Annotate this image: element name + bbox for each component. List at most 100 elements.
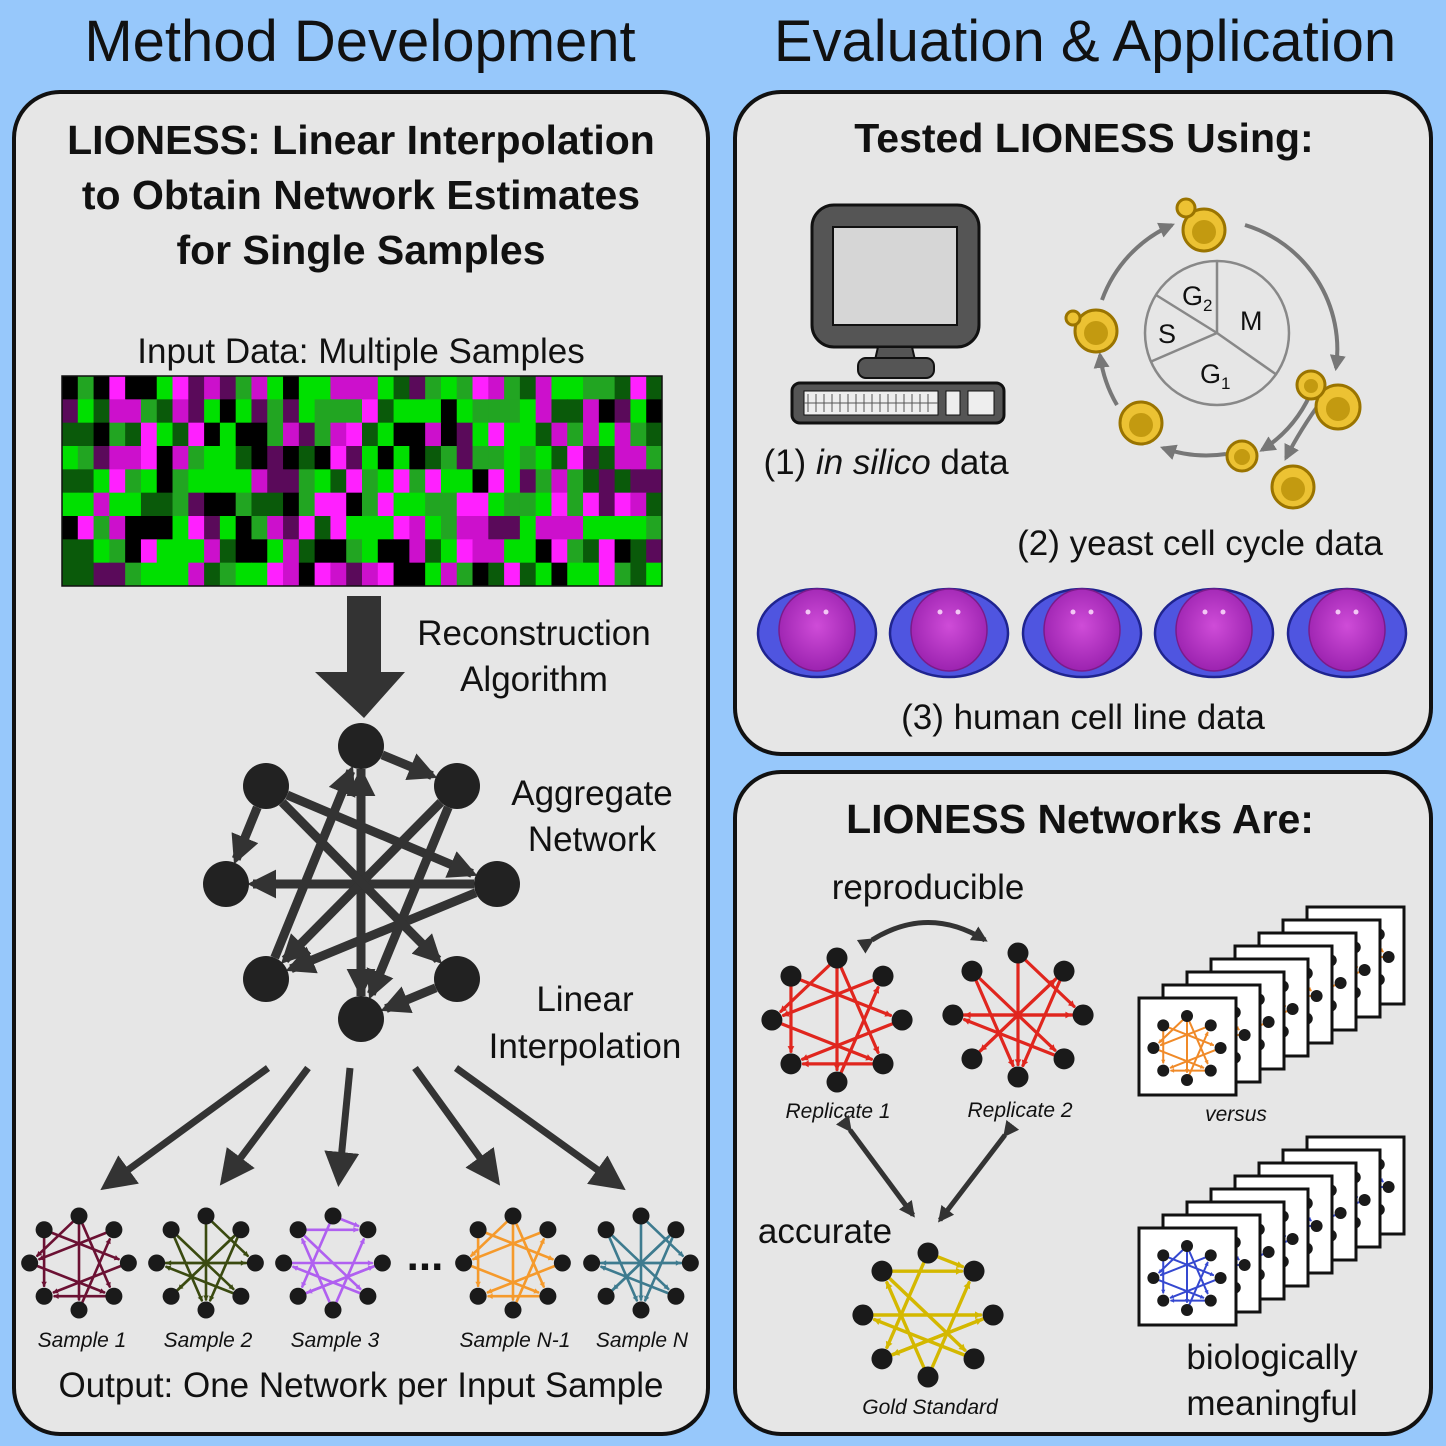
lioness-title-line-1: LIONESS: Linear Interpolation <box>67 117 655 163</box>
heatmap-cell <box>377 469 395 494</box>
linear-label-1: Linear <box>536 980 634 1019</box>
replicate-arrowhead <box>1021 1059 1029 1067</box>
heatmap-cell <box>140 492 158 517</box>
heatmap-cell <box>551 376 568 400</box>
heatmap-cell <box>504 539 521 564</box>
sample-node <box>162 1287 180 1305</box>
heatmap-cell <box>519 516 537 540</box>
heatmap-cell <box>204 492 221 517</box>
replicate-node <box>780 1053 802 1075</box>
sample-arrowhead <box>41 1281 47 1287</box>
heatmap-cell <box>646 516 663 540</box>
heatmap-cell <box>330 562 347 587</box>
card-node <box>1358 964 1371 976</box>
aggregate-edge <box>278 799 443 964</box>
heatmap-cell <box>156 469 174 494</box>
heatmap-cell <box>535 446 552 470</box>
heatmap-cell <box>267 492 284 517</box>
heatmap-cell <box>551 516 568 540</box>
heatmap-cell <box>109 516 126 540</box>
heatmap-cell <box>377 516 395 540</box>
sample-edge <box>81 1222 112 1288</box>
heatmap-cell <box>77 399 95 424</box>
heatmap-cell <box>109 492 126 517</box>
card-edge <box>1169 1049 1217 1069</box>
sample-node <box>232 1221 250 1239</box>
heatmap-cell <box>472 422 489 447</box>
card-node <box>1181 1010 1193 1022</box>
replicate-arrowhead <box>884 1010 892 1017</box>
heatmap-cell <box>456 399 474 424</box>
heatmap-cell <box>614 562 631 587</box>
sample-node <box>632 1207 650 1225</box>
heatmap-cell <box>488 516 505 540</box>
heatmap-cell <box>425 562 442 587</box>
sample-node <box>324 1301 342 1319</box>
aggregate-edge <box>285 790 478 878</box>
gold-node <box>982 1304 1004 1326</box>
gold-arrowhead <box>955 1261 964 1268</box>
tested-title: Tested LIONESS Using: <box>854 115 1313 161</box>
insilico-label: (1) in silico data <box>763 443 1009 482</box>
heatmap-cell <box>235 539 252 564</box>
replicate-arrowhead <box>1048 1044 1056 1051</box>
heatmap-cell <box>298 422 316 447</box>
heatmap-cell <box>598 539 616 564</box>
heatmap-cell <box>346 446 363 470</box>
heatmap-cell <box>314 422 331 447</box>
replicate-arrowhead <box>1014 1059 1022 1066</box>
sample-edge <box>292 1265 362 1295</box>
sample-node <box>162 1221 180 1239</box>
sample-networks <box>21 1207 699 1319</box>
heatmap-cell <box>535 539 552 564</box>
sample-node <box>197 1207 215 1225</box>
heatmap-cell <box>283 446 300 470</box>
sample-node <box>35 1221 53 1239</box>
human-cell-icon <box>756 587 878 679</box>
sample-node <box>359 1221 377 1239</box>
heatmap-cell <box>425 492 442 517</box>
heatmap-cell <box>583 492 600 517</box>
heatmap-cell <box>598 446 616 470</box>
phase-g2: G2 <box>1182 281 1212 315</box>
heatmap-cell <box>346 562 363 587</box>
heatmap-cell <box>567 446 584 470</box>
sample-edge <box>304 1265 374 1295</box>
replicate-edge <box>780 1022 874 1061</box>
heatmap-cell <box>504 446 521 470</box>
human-cell-icon <box>1021 587 1143 679</box>
sample-node <box>324 1207 342 1225</box>
linear-label-2: Interpolation <box>489 1027 682 1066</box>
replicate-edge <box>800 1022 894 1061</box>
gold-standard-network <box>852 1242 1004 1388</box>
heatmap-cell <box>251 469 268 494</box>
heatmap-cell <box>267 562 284 587</box>
card-edge <box>1167 1026 1215 1047</box>
heatmap-cell <box>456 539 474 564</box>
heatmap-cell <box>630 399 647 424</box>
aggregate-edge <box>380 750 438 781</box>
heatmap-cell <box>504 376 521 400</box>
gold-edge <box>872 1317 966 1357</box>
sample-arrowhead <box>539 1238 545 1245</box>
heatmap-cell <box>456 422 474 447</box>
heatmap-cell <box>314 516 331 540</box>
heatmap-cell <box>409 516 426 540</box>
gold-arrowhead <box>873 1318 882 1325</box>
heatmap-cell <box>409 446 426 470</box>
sample-arrowhead <box>105 1281 111 1288</box>
heatmap-cell <box>567 399 584 424</box>
heatmap-cell <box>62 376 79 400</box>
gold-node <box>852 1304 874 1326</box>
heatmap-cell <box>409 469 426 494</box>
gold-arrowhead <box>885 1281 893 1290</box>
heatmap-cell <box>362 562 379 587</box>
card-node <box>1310 990 1323 1002</box>
heatmap-cell <box>77 539 95 564</box>
sample-arrowhead <box>38 1255 45 1261</box>
sample-arrowhead <box>209 1295 215 1302</box>
heatmap-cell <box>219 469 237 494</box>
heatmap-cell <box>62 492 79 517</box>
card-edge <box>1169 1279 1217 1299</box>
reconstruction-label-1: Reconstruction <box>417 614 650 653</box>
